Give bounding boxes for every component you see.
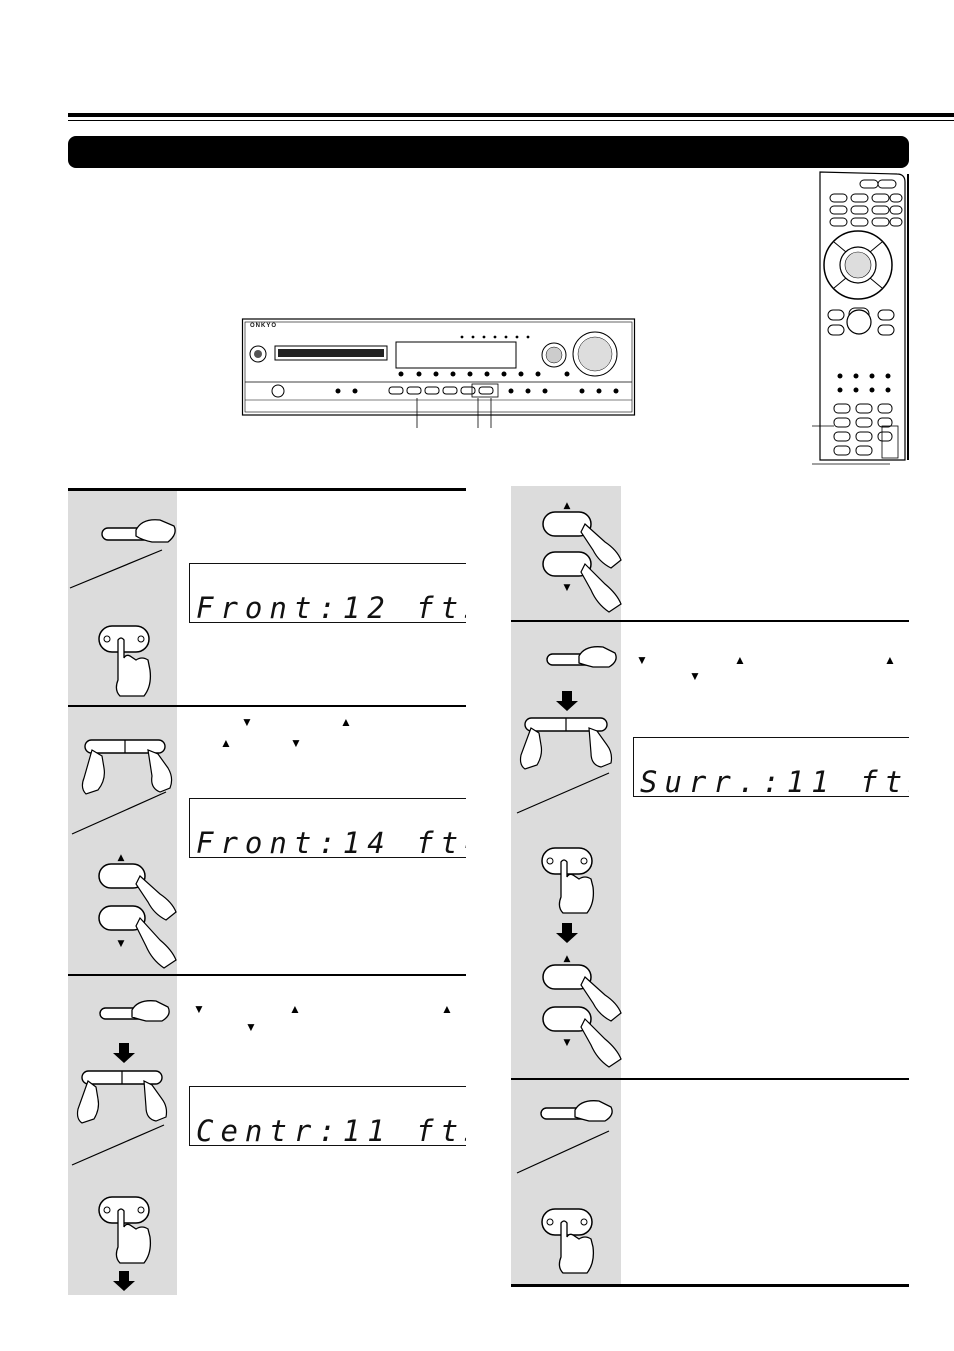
step3-illustration	[71, 1000, 170, 1291]
svg-text:▼: ▼	[564, 583, 571, 593]
down-triangle-icon: ▼	[193, 1002, 205, 1016]
down-triangle-icon: ▼	[636, 653, 648, 667]
lcd-display-step5: Surr.:11 ft3.3	[633, 737, 909, 797]
svg-text:▼: ▼	[118, 939, 125, 949]
step4-illustration: ▲ ▼	[542, 501, 622, 613]
step5-illustration: ▲ ▼	[516, 646, 622, 1068]
step1-illustration	[69, 519, 176, 697]
svg-text:▲: ▲	[564, 501, 571, 511]
down-triangle-icon: ▼	[245, 1020, 257, 1034]
up-triangle-icon: ▲	[220, 736, 232, 750]
right-step-divider-1	[511, 620, 909, 622]
dvd-badge: DVD	[326, 337, 339, 343]
top-rule-thin	[68, 120, 954, 121]
svg-text:▲: ▲	[118, 853, 125, 863]
up-triangle-icon: ▲	[441, 1002, 453, 1016]
left-step-divider-2	[68, 974, 466, 976]
svg-text:▼: ▼	[564, 1038, 571, 1048]
left-top-rule	[68, 488, 466, 491]
left-step-divider-1	[68, 705, 466, 707]
right-step-divider-2	[511, 1078, 909, 1080]
lcd-display-step1: Front:12 ft3.6	[189, 563, 466, 623]
up-triangle-icon: ▲	[884, 653, 896, 667]
lcd-text: Front:14 ft4.2	[196, 826, 466, 858]
lcd-text: Centr:11 ft3.3	[196, 1114, 466, 1146]
lcd-text: Surr.:11 ft3.3	[640, 765, 909, 797]
top-rule-thick	[68, 113, 954, 117]
step2-illustration: ▲ ▼	[71, 739, 177, 969]
up-triangle-icon: ▲	[289, 1002, 301, 1016]
step6-illustration	[516, 1100, 613, 1274]
down-triangle-icon: ▼	[290, 736, 302, 750]
remote-control	[812, 171, 909, 465]
lcd-display-step2: Front:14 ft4.2	[189, 798, 466, 858]
up-triangle-icon: ▲	[340, 715, 352, 729]
right-bottom-rule	[511, 1284, 909, 1287]
lcd-display-step3: Centr:11 ft3.3	[189, 1086, 466, 1146]
section-title-banner	[68, 136, 909, 168]
lcd-text: Front:12 ft3.6	[196, 591, 466, 623]
down-triangle-icon: ▼	[241, 715, 253, 729]
down-triangle-icon: ▼	[689, 669, 701, 683]
receiver-front-panel	[241, 318, 636, 428]
svg-text:▲: ▲	[564, 954, 571, 964]
receiver-brand-logo: ONKYO	[250, 323, 278, 329]
up-triangle-icon: ▲	[734, 653, 746, 667]
